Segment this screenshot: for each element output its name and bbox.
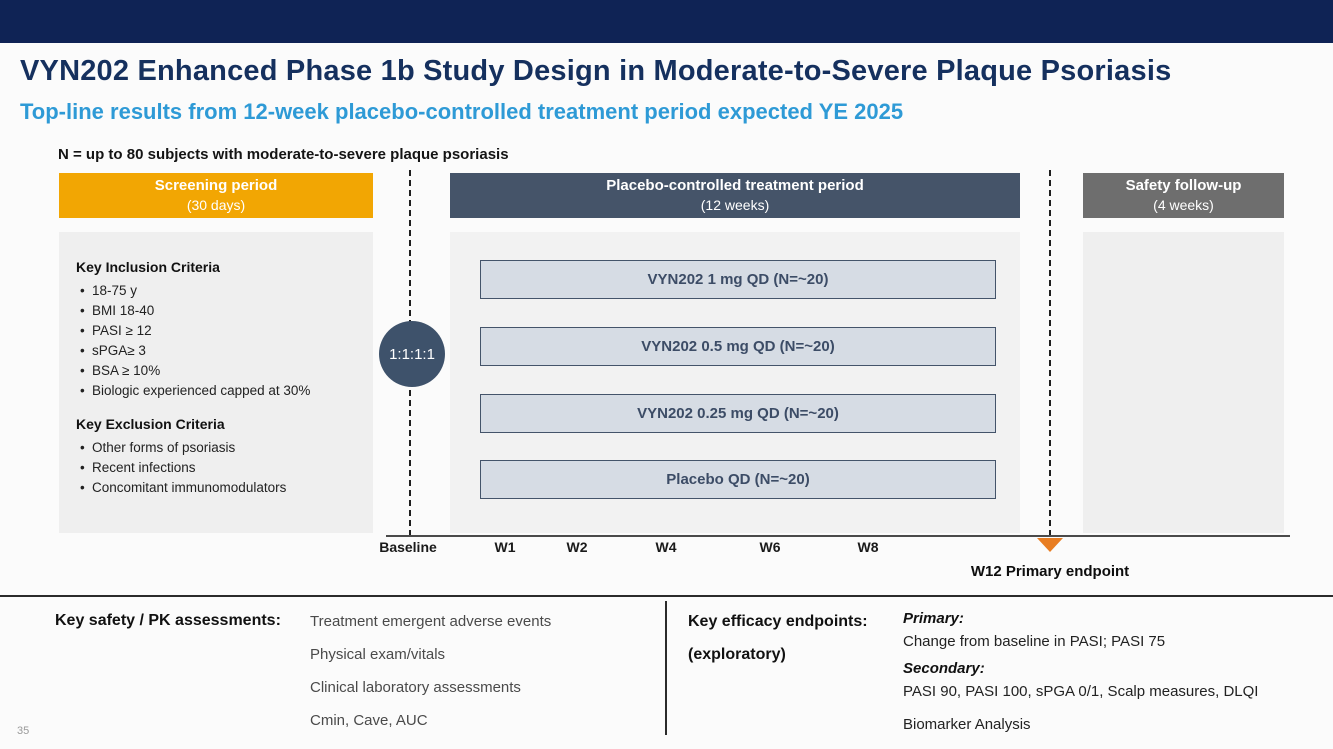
inclusion-list: •18-75 y •BMI 18-40 •PASI ≥ 12 •sPGA≥ 3 … (76, 281, 362, 401)
efficacy-endpoints-heading: Key efficacy endpoints: (688, 613, 868, 630)
bullet-icon: • (80, 303, 85, 318)
exclusion-heading: Key Exclusion Criteria (76, 416, 225, 432)
bullet-icon: • (80, 383, 85, 398)
inclusion-item-text: BSA ≥ 10% (92, 363, 161, 378)
tick-w1: W1 (494, 539, 516, 555)
bullet-icon: • (80, 363, 85, 378)
safety-assessment-item: Treatment emergent adverse events (310, 613, 552, 630)
primary-endpoint-label: Primary: (903, 610, 964, 627)
tick-w2: W2 (566, 539, 588, 555)
bullet-icon: • (80, 460, 85, 475)
bullet-icon: • (80, 323, 85, 338)
inclusion-heading: Key Inclusion Criteria (76, 259, 220, 275)
randomization-circle: 1:1:1:1 (379, 321, 445, 387)
tick-w4: W4 (655, 539, 677, 555)
inclusion-item-text: BMI 18-40 (92, 303, 155, 318)
exclusion-item: • Concomitant immunomodulators (76, 478, 362, 498)
inclusion-item-text: sPGA≥ 3 (92, 343, 146, 358)
screening-period-label: Screening period (154, 176, 278, 194)
inclusion-item: • Biologic experienced capped at 30% (76, 381, 362, 401)
arm-label: VYN202 0.5 mg QD (N=~20) (641, 338, 835, 355)
inclusion-item: • PASI ≥ 12 (76, 321, 362, 341)
arm-label: VYN202 0.25 mg QD (N=~20) (637, 405, 839, 422)
arm-vyn202-0-5mg: VYN202 0.5 mg QD (N=~20) (480, 327, 996, 366)
endpoint-triangle-icon (1037, 538, 1063, 552)
exclusion-item: • Other forms of psoriasis (76, 438, 362, 458)
page-number: 35 (17, 725, 30, 737)
exclusion-item-text: Concomitant immunomodulators (92, 480, 287, 495)
inclusion-criteria: Key Inclusion Criteria • 18-75 y • BMI 18-… (76, 259, 362, 401)
safety-assessment-item: Clinical laboratory assessments (310, 679, 521, 696)
bullet-icon: • (80, 440, 85, 455)
secondary-endpoint-text: PASI 90, PASI 100, sPGA 0/1, Scalp measu… (903, 683, 1259, 700)
tick-baseline: Baseline (379, 539, 437, 555)
bullet-icon: • (80, 343, 85, 358)
week12-dashed-line (1049, 170, 1051, 536)
top-accent-bar (0, 0, 1333, 43)
population-note: N = up to 80 subjects with moderate-to-s… (58, 146, 509, 163)
endpoint-label: W12 Primary endpoint (970, 563, 1130, 580)
arm-label: Placebo QD (N=~20) (666, 471, 810, 488)
bullet-icon: • (80, 283, 85, 298)
arm-placebo: Placebo QD (N=~20) (480, 460, 996, 499)
treatment-period-duration: (12 weeks) (700, 197, 770, 214)
safety-period-duration: (4 weeks) (1153, 197, 1214, 214)
arm-vyn202-1mg: VYN202 1 mg QD (N=~20) (480, 260, 996, 299)
secondary-endpoint-label: Secondary: (903, 660, 985, 677)
exclusion-item-text: Other forms of psoriasis (92, 440, 236, 455)
exclusion-list: • Other forms of psoriasis • Recent infect… (76, 438, 362, 498)
horizontal-divider (0, 595, 1333, 597)
safety-period-header: Safety follow-up (4 weeks) (1083, 173, 1284, 218)
arm-vyn202-0-25mg: VYN202 0.25 mg QD (N=~20) (480, 394, 996, 433)
screening-panel (59, 232, 373, 533)
primary-endpoint-text: Change from baseline in PASI; PASI 75 (903, 633, 1166, 650)
slide-subtitle: Top-line results from 12-week placebo-co… (20, 99, 904, 124)
screening-period-duration: (30 days) (186, 197, 246, 214)
randomization-ratio: 1:1:1:1 (389, 345, 435, 363)
inclusion-item: • BMI 18-40 (76, 301, 362, 321)
inclusion-item: • BSA ≥ 10% (76, 361, 362, 381)
inclusion-item-text: 18-75 y (92, 283, 138, 298)
arm-label: VYN202 1 mg QD (N=~20) (647, 271, 829, 288)
safety-assessment-item: Physical exam/vitals (310, 646, 446, 663)
vertical-divider (665, 601, 667, 735)
tick-w8: W8 (857, 539, 879, 555)
screening-period-header: Screening period (30 days) (59, 173, 373, 218)
inclusion-item-text: PASI ≥ 12 (92, 323, 152, 338)
safety-period-label: Safety follow-up (1125, 176, 1242, 194)
treatment-period-label: Placebo-controlled treatment period (606, 176, 864, 194)
inclusion-item: • 18-75 y (76, 281, 362, 301)
inclusion-item-text: Biologic experienced capped at 30% (92, 383, 311, 398)
exclusion-item: • Recent infections (76, 458, 362, 478)
efficacy-exploratory-note: (exploratory) (688, 646, 786, 663)
timeline-axis (386, 535, 1290, 537)
inclusion-item: • sPGA≥ 3 (76, 341, 362, 361)
safety-followup-panel (1083, 232, 1284, 533)
tick-w6: W6 (759, 539, 781, 555)
exclusion-criteria: Key Exclusion Criteria • Other forms of p… (76, 416, 362, 498)
safety-assessment-item: Cmin, Cave, AUC (310, 712, 428, 729)
exclusion-item-text: Recent infections (92, 460, 196, 475)
treatment-period-header: Placebo-controlled treatment period (12 … (450, 173, 1020, 218)
bullet-icon: • (80, 480, 85, 495)
safety-assessments-heading: Key safety / PK assessments: (55, 612, 281, 629)
slide-title: VYN202 Enhanced Phase 1b Study Design in… (20, 55, 1172, 87)
biomarker-analysis-text: Biomarker Analysis (903, 716, 1031, 733)
